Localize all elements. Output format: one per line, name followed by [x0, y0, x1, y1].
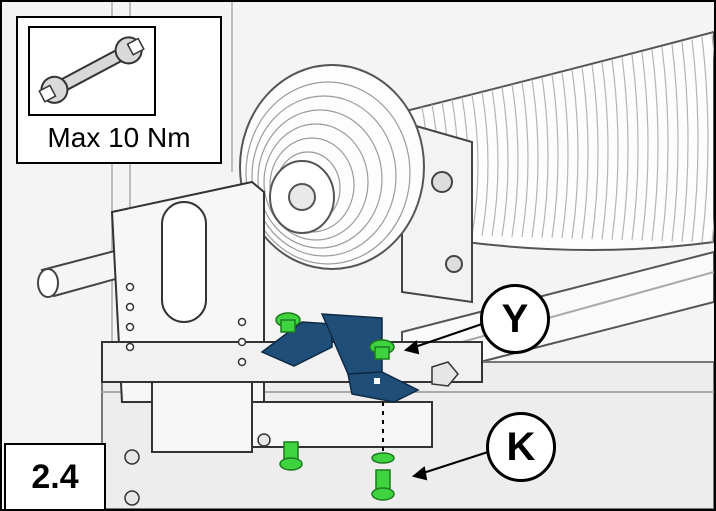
callout-arrows	[403, 323, 489, 481]
spring-coil	[471, 94, 479, 236]
bracket-hole	[237, 317, 247, 327]
spring-coil	[631, 54, 639, 241]
drum-ring	[251, 95, 397, 257]
bracket-holes	[125, 282, 247, 367]
spring-coil	[551, 74, 559, 238]
drum-ring	[263, 123, 369, 241]
spring-coil	[661, 46, 669, 242]
hardware-nuts	[124, 361, 459, 506]
spring-coil	[601, 61, 609, 240]
callout-k-label: K	[506, 424, 536, 469]
spring-coil	[621, 56, 629, 241]
callout-y: Y	[480, 284, 550, 354]
torque-inset: Max 10 Nm	[16, 16, 222, 164]
drum-ring	[257, 109, 383, 249]
spring-coil	[561, 71, 569, 239]
spring-coil	[531, 79, 539, 238]
callout-y-label: Y	[501, 296, 529, 341]
torque-label: Max 10 Nm	[47, 122, 191, 153]
spring-coil	[681, 41, 689, 242]
bracket-hole	[125, 322, 135, 332]
bracket-hole	[237, 357, 247, 367]
wrench-icon	[38, 36, 145, 104]
spring-coil	[611, 59, 619, 240]
spring-coil	[521, 81, 529, 238]
spring-coil	[571, 69, 579, 239]
spring-coil	[691, 39, 699, 243]
bracket-hole	[125, 302, 135, 312]
bracket-hole	[125, 342, 135, 352]
spring-coil	[581, 66, 589, 239]
callout-k: K	[486, 412, 556, 482]
spring-coil	[701, 36, 709, 243]
spring-coil	[651, 49, 659, 241]
spring-coil	[501, 86, 509, 237]
spring-coil	[511, 84, 519, 237]
green-bolts	[275, 312, 395, 501]
blue-bracket	[260, 313, 420, 403]
spring-coil	[641, 51, 649, 241]
spring-coil	[671, 44, 679, 242]
spring-coil	[491, 89, 499, 237]
spring-coil	[591, 64, 599, 240]
spring-coil	[541, 76, 549, 238]
step-number-box: 2.4	[4, 443, 106, 509]
drum-ring	[245, 81, 411, 265]
cable-drum	[239, 64, 425, 270]
bracket-hole	[237, 337, 247, 347]
spring-coil	[481, 91, 489, 236]
wrench-icon-frame	[28, 26, 156, 116]
step-number: 2.4	[31, 457, 79, 496]
bracket-hole	[125, 282, 135, 292]
